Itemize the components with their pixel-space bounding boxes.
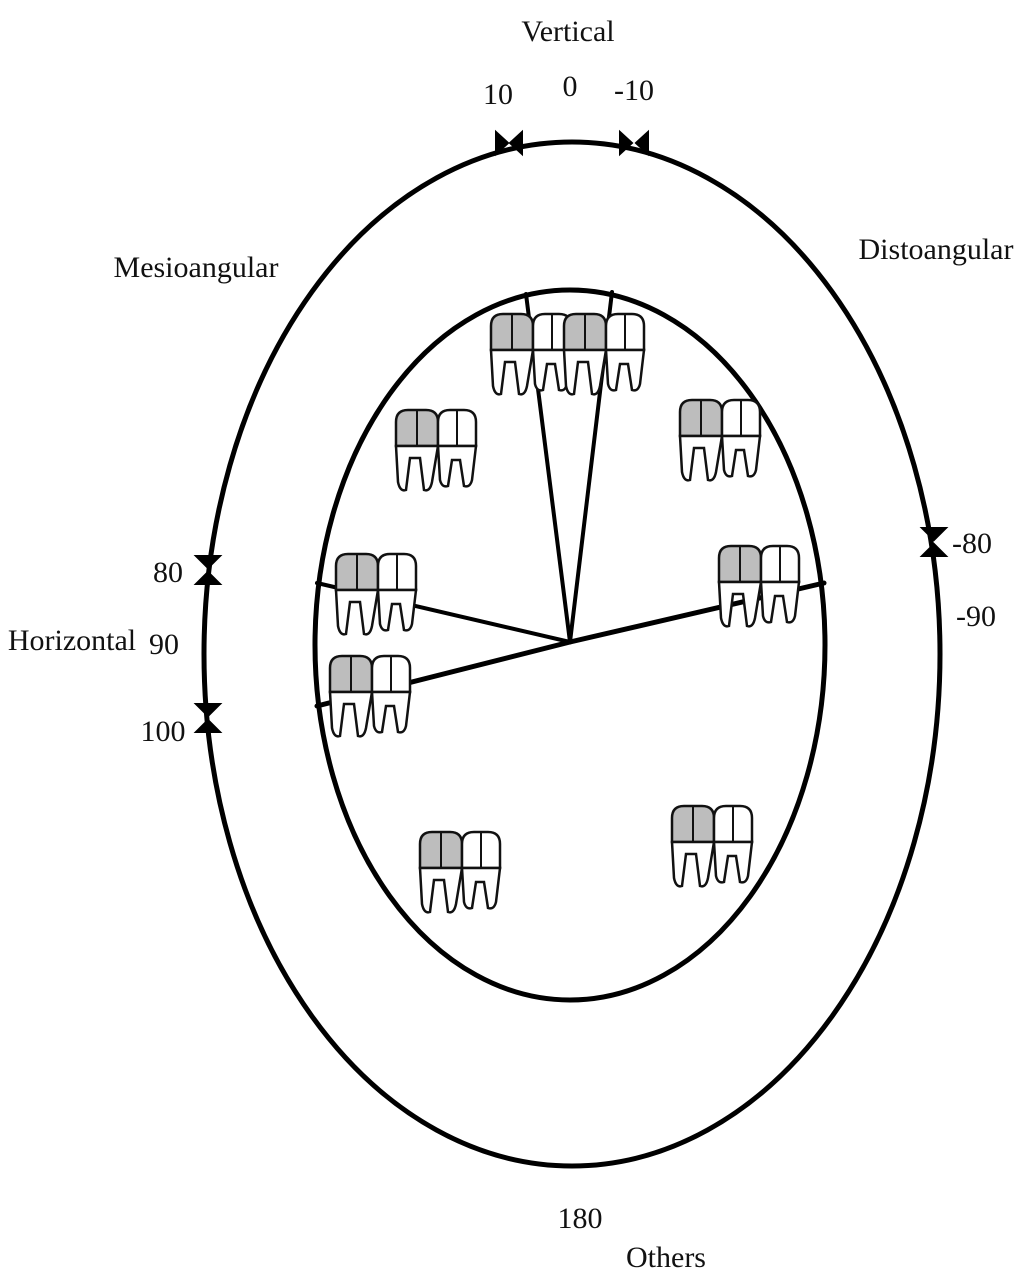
- label-others: Others: [626, 1241, 706, 1274]
- tooth-pair-icon: [491, 314, 571, 394]
- angle-neg80: -80: [952, 527, 992, 560]
- angle-100: 100: [141, 715, 186, 748]
- angle-0: 0: [563, 70, 578, 103]
- angle-80: 80: [153, 556, 183, 589]
- angle-10: 10: [483, 78, 513, 111]
- tick-neg80: [922, 528, 946, 556]
- label-mesioangular: Mesioangular: [114, 251, 279, 284]
- tooth-pair-icon: [420, 832, 500, 912]
- label-vertical: Vertical: [521, 15, 614, 48]
- angle-90: 90: [149, 628, 179, 661]
- tooth-pair-icon: [564, 314, 644, 394]
- inner-ring: [315, 290, 825, 1000]
- angle-neg10: -10: [614, 74, 654, 107]
- angle-neg90: -90: [956, 600, 996, 633]
- tooth-pair-icon: [672, 806, 752, 886]
- tooth-pair-icon: [330, 656, 410, 736]
- tooth-pair-icon: [396, 410, 476, 490]
- tooth-pair-icon: [719, 546, 799, 626]
- tooth-pair-icon: [680, 400, 760, 480]
- angle-180: 180: [558, 1202, 603, 1235]
- label-horizontal: Horizontal: [8, 624, 136, 657]
- label-distoangular: Distoangular: [859, 233, 1014, 266]
- tooth-pair-icon: [336, 554, 416, 634]
